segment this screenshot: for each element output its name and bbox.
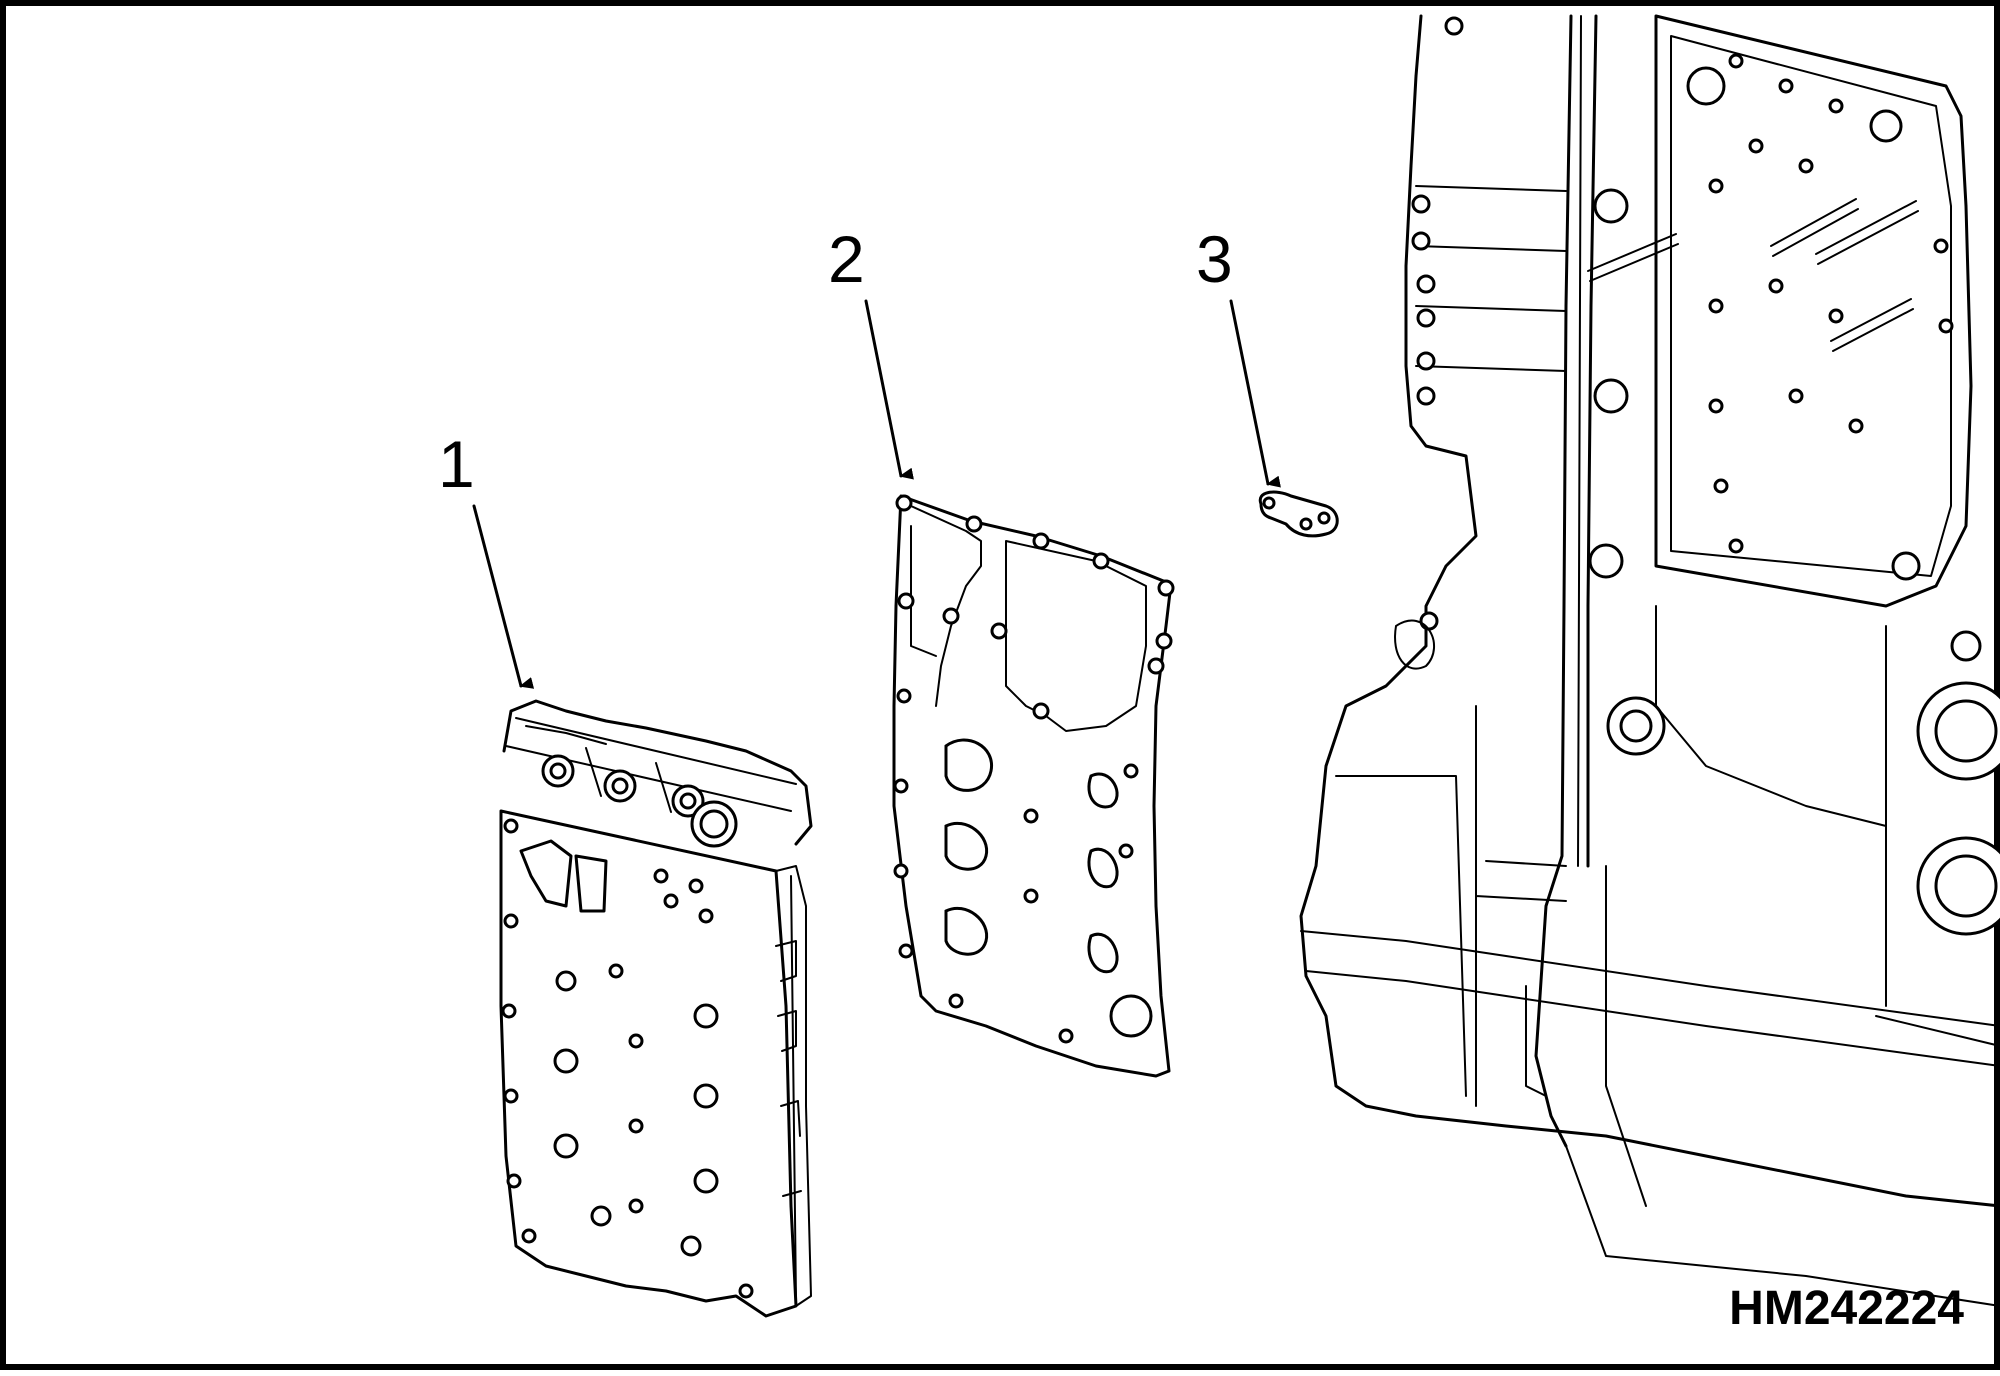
callout-1: 1 bbox=[438, 427, 475, 501]
transmission-housing bbox=[1299, 14, 2000, 1307]
leader-arrow-3 bbox=[1229, 299, 1281, 488]
leader-arrow-1 bbox=[472, 504, 535, 689]
figure-id: HM242224 bbox=[1729, 1282, 1964, 1335]
valve-body-assembly bbox=[499, 699, 813, 1318]
leader-arrow-2 bbox=[864, 299, 914, 480]
callout-3: 3 bbox=[1196, 222, 1233, 296]
small-gasket bbox=[1258, 490, 1339, 538]
exploded-view-drawing bbox=[472, 14, 2000, 1318]
callout-2: 2 bbox=[828, 222, 865, 296]
separator-plate-gasket bbox=[892, 494, 1175, 1078]
